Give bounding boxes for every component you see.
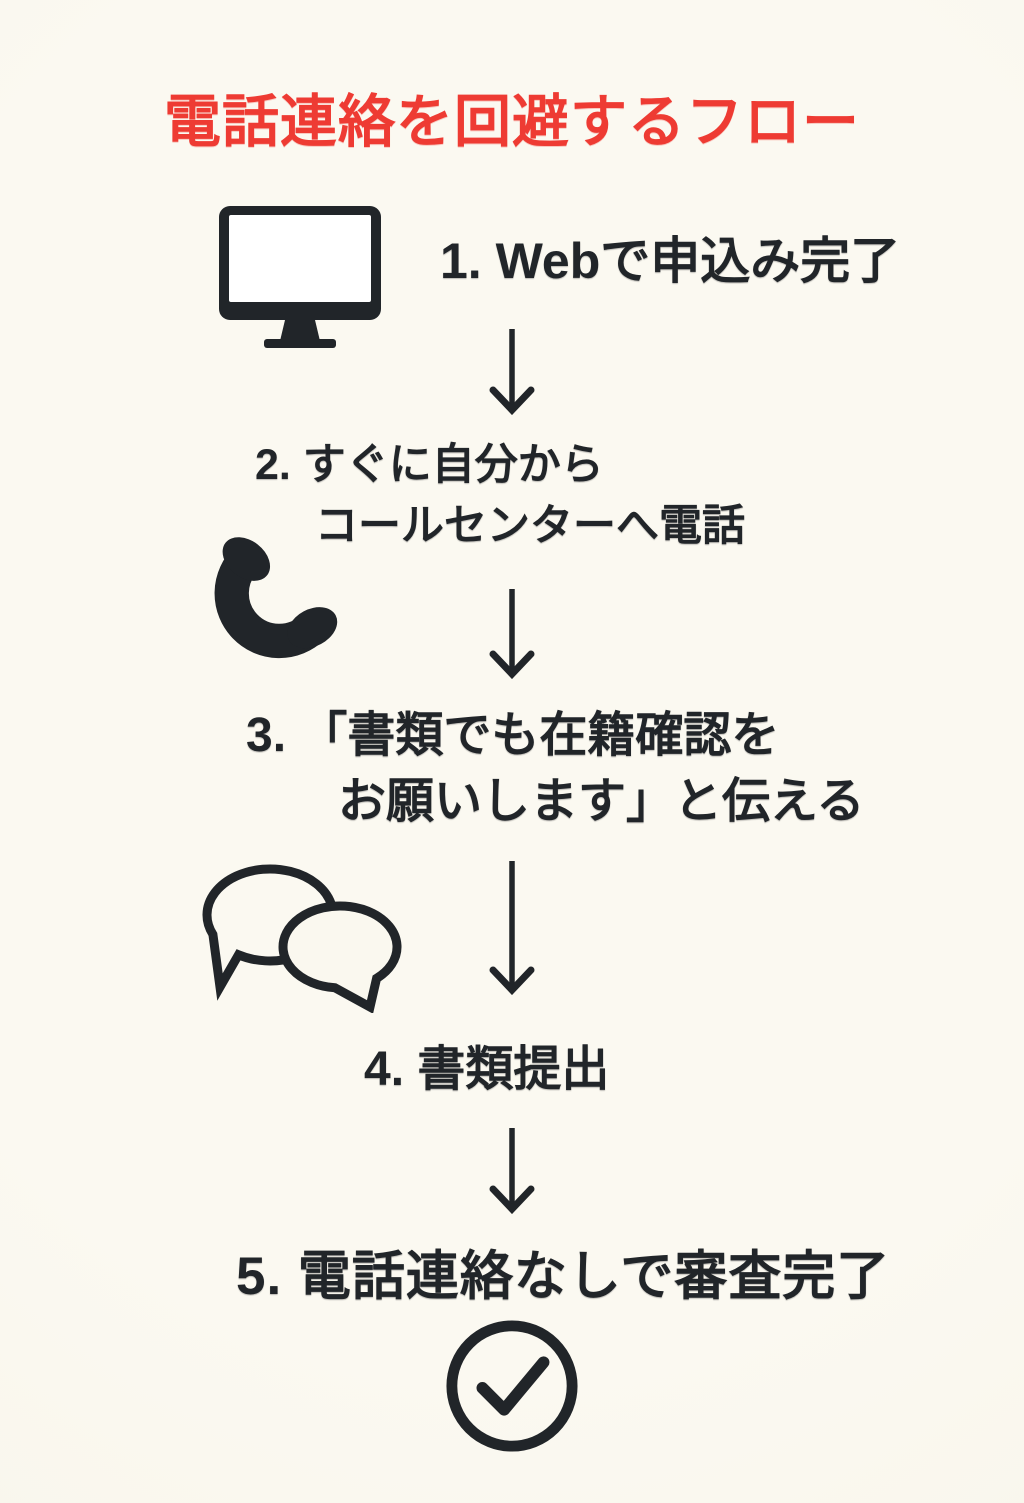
step-1-label: 1. Webで申込み完了 bbox=[440, 233, 901, 289]
down-arrow-icon bbox=[488, 859, 536, 995]
down-arrow-icon bbox=[488, 587, 536, 679]
monitor-icon bbox=[217, 204, 383, 348]
step-3-line-2: お願いします」と伝える bbox=[338, 775, 865, 828]
page-title: 電話連絡を回避するフロー bbox=[164, 90, 860, 154]
down-arrow-icon bbox=[488, 327, 536, 415]
check-circle-icon bbox=[443, 1317, 581, 1455]
chat-bubbles-icon bbox=[200, 863, 405, 1013]
step-2-line-1: 2. すぐに自分から bbox=[255, 441, 604, 489]
step-5-label: 5. 電話連絡なしで審査完了 bbox=[236, 1247, 891, 1306]
step-2-line-2: コールセンターへ電話 bbox=[315, 502, 745, 550]
step-4-label: 4. 書類提出 bbox=[364, 1043, 610, 1096]
phone-icon bbox=[212, 530, 344, 662]
down-arrow-icon bbox=[488, 1126, 536, 1214]
step-3-line-1: 3. 「書類でも在籍確認を bbox=[246, 709, 780, 762]
